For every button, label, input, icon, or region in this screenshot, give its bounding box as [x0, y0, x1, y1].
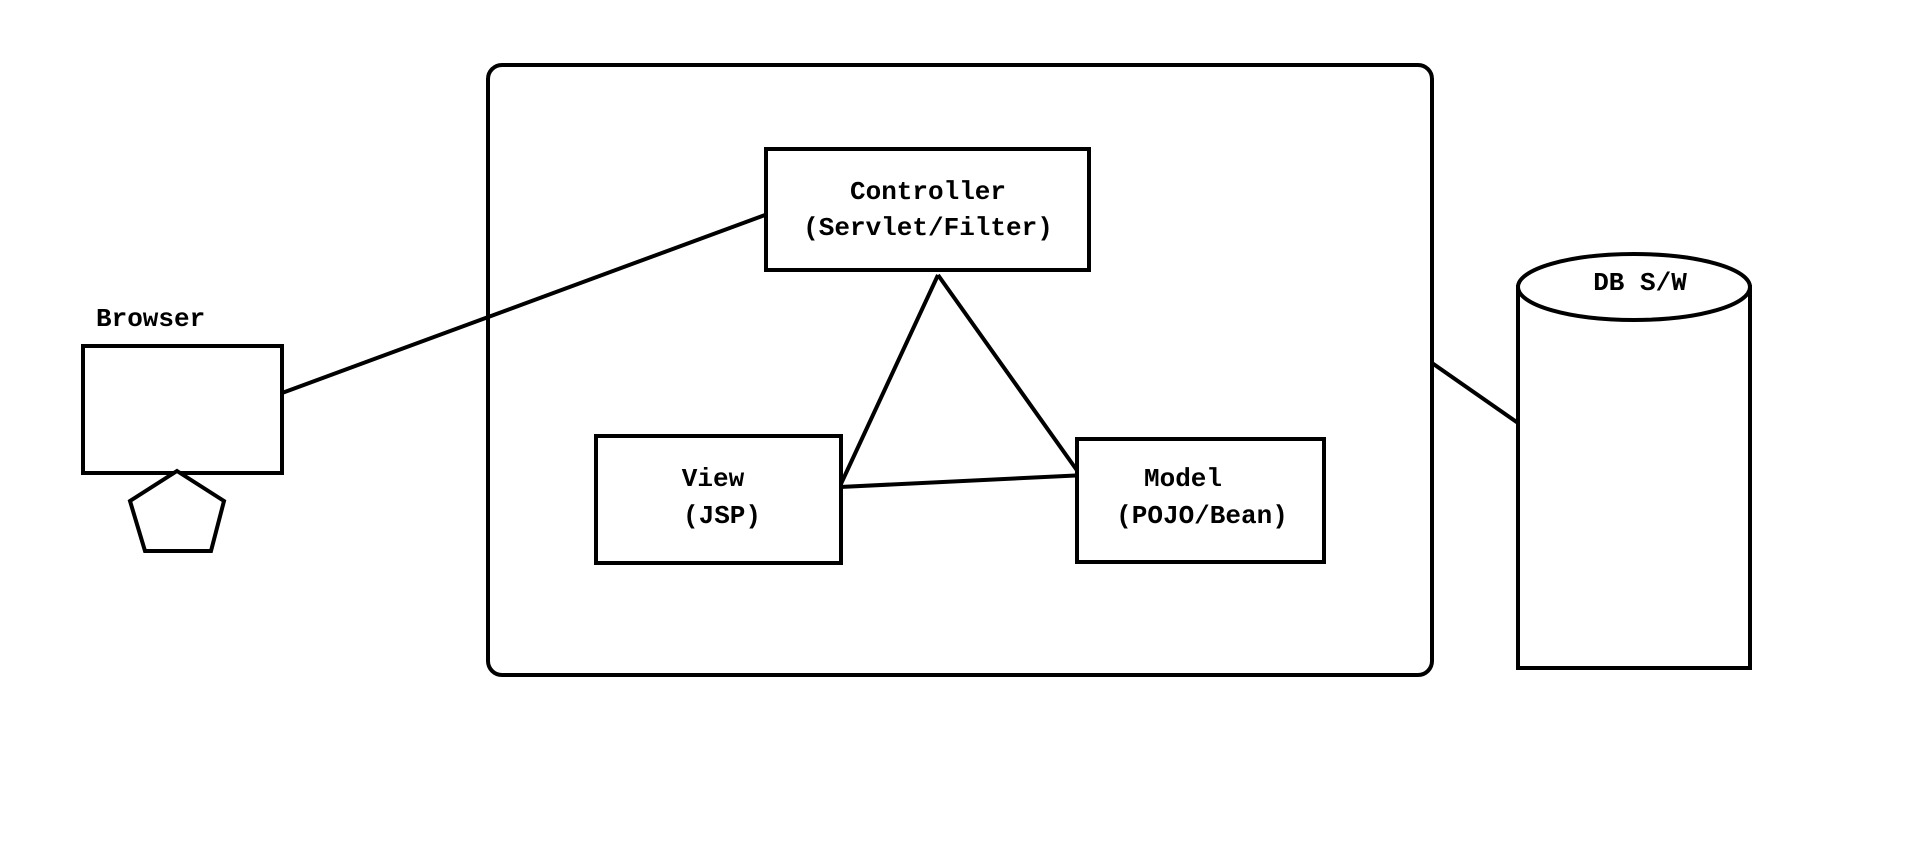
model-title: Model	[1144, 464, 1222, 494]
connector-lines	[281, 213, 1520, 489]
controller-node: Controller (Servlet/Filter)	[764, 147, 1091, 272]
database-cylinder-top	[1516, 252, 1752, 322]
browser-label: Browser	[96, 304, 205, 334]
browser-node: Browser	[81, 304, 284, 553]
model-node: Model (POJO/Bean)	[1075, 437, 1326, 564]
database-cylinder-body	[1516, 285, 1752, 670]
database-node: DB S/W	[1516, 252, 1752, 670]
view-box	[594, 434, 843, 565]
browser-stand-pentagon	[127, 468, 227, 553]
browser-monitor-box	[81, 344, 284, 475]
browser-to-controller-line	[281, 213, 766, 395]
controller-to-view-line	[838, 274, 940, 487]
view-to-model-line	[839, 473, 1087, 489]
model-box	[1075, 437, 1326, 564]
view-node: View (JSP)	[594, 434, 843, 565]
view-title: View	[682, 464, 745, 494]
controller-title: Controller	[850, 177, 1006, 207]
web-container-box	[486, 63, 1434, 677]
view-subtitle: (JSP)	[683, 501, 761, 531]
database-label: DB S/W	[1593, 268, 1687, 298]
controller-to-model-line	[936, 273, 1083, 478]
container-to-db-line	[1430, 361, 1520, 425]
controller-box	[764, 147, 1091, 272]
controller-subtitle: (Servlet/Filter)	[803, 213, 1053, 243]
model-subtitle: (POJO/Bean)	[1116, 501, 1288, 531]
